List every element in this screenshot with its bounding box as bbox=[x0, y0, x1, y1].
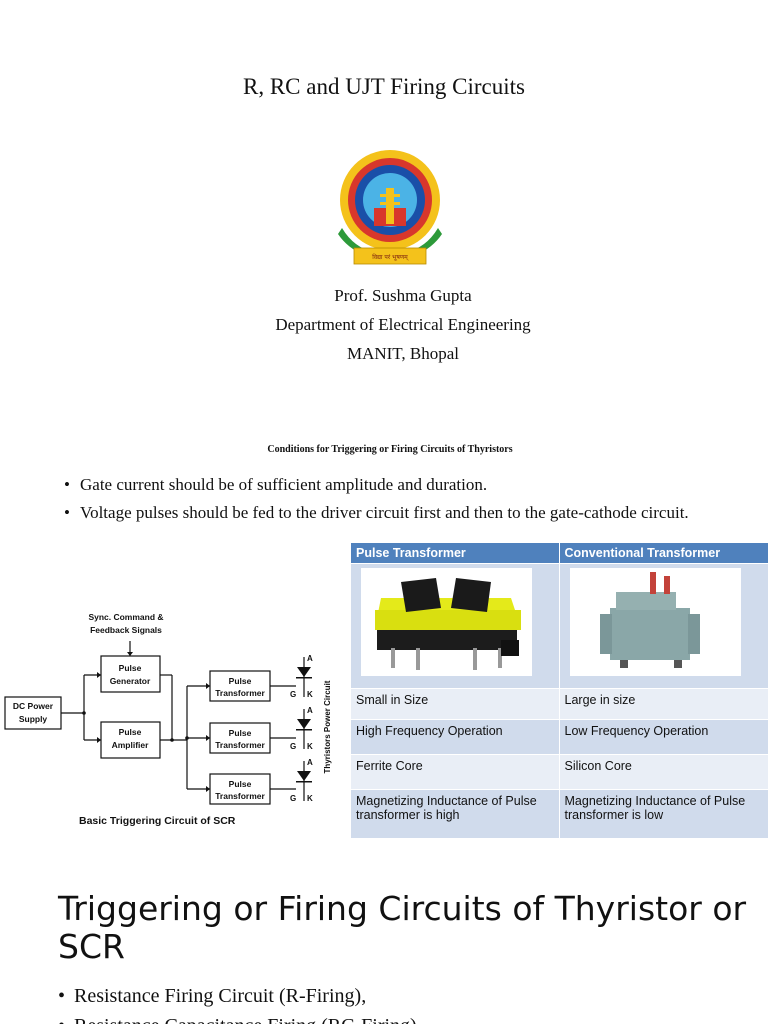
author-institute: MANIT, Bhopal bbox=[346, 344, 460, 363]
firing-bullet: • Resistance Firing Circuit (R-Firing), bbox=[58, 984, 758, 1008]
power-circuit-label: Thyristors Power Circuit bbox=[323, 680, 332, 773]
table-row: Ferrite Core Silicon Core bbox=[351, 753, 768, 789]
cathode-label: K bbox=[307, 794, 313, 803]
table-cell: Small in Size bbox=[351, 687, 560, 719]
transformer-label: Transformer bbox=[215, 688, 265, 698]
transformer-label: Transformer bbox=[215, 791, 265, 801]
feedback-label: Feedback Signals bbox=[90, 625, 162, 635]
sync-label: Sync. Command & bbox=[88, 612, 163, 622]
table-cell: Silicon Core bbox=[559, 753, 768, 789]
author-name: Prof. Sushma Gupta bbox=[334, 286, 472, 305]
table-cell: Magnetizing Inductance of Pulse transfor… bbox=[559, 788, 768, 838]
logo-motto: विद्या परं भूषणम् bbox=[372, 253, 409, 261]
table-cell: Large in size bbox=[559, 687, 768, 719]
bullet-marker: • bbox=[64, 503, 70, 522]
table-image-row bbox=[351, 562, 768, 688]
condition-bullet: • Voltage pulses should be fed to the dr… bbox=[64, 503, 744, 523]
table-cell: High Frequency Operation bbox=[351, 718, 560, 754]
bullet-marker: • bbox=[58, 1014, 65, 1024]
supply-label: Supply bbox=[19, 714, 48, 724]
firing-bullet: • Resistance Capacitance Firing (RC-Firi… bbox=[58, 1014, 758, 1024]
transformer-label-top: Pulse bbox=[229, 676, 252, 686]
bullet-marker: • bbox=[58, 985, 66, 1007]
dc-power-label: DC Power bbox=[13, 701, 54, 711]
cathode-label: K bbox=[307, 690, 313, 699]
table-row: Magnetizing Inductance of Pulse transfor… bbox=[351, 788, 768, 838]
table-cell: Magnetizing Inductance of Pulse transfor… bbox=[351, 788, 560, 838]
bullet-marker: • bbox=[64, 475, 70, 494]
circuit-caption: Basic Triggering Circuit of SCR bbox=[79, 815, 236, 827]
conventional-transformer-image bbox=[569, 567, 741, 676]
table-header-pulse: Pulse Transformer bbox=[351, 543, 560, 563]
condition-bullet: • Gate current should be of sufficient a… bbox=[64, 475, 744, 495]
page-title: R, RC and UJT Firing Circuits bbox=[243, 74, 525, 99]
condition-text: Gate current should be of sufficient amp… bbox=[80, 475, 488, 494]
generator-label-top: Pulse bbox=[119, 663, 142, 673]
gate-label: G bbox=[290, 794, 296, 803]
amplifier-label: Amplifier bbox=[112, 740, 150, 750]
generator-label: Generator bbox=[110, 676, 151, 686]
cathode-label: K bbox=[307, 742, 313, 751]
condition-text: Voltage pulses should be fed to the driv… bbox=[80, 503, 689, 522]
transformer-label-top: Pulse bbox=[229, 728, 252, 738]
anode-label: A bbox=[307, 654, 313, 663]
transformer-label-top: Pulse bbox=[229, 779, 252, 789]
gate-label: G bbox=[290, 742, 296, 751]
conditions-title: Conditions for Triggering or Firing Circ… bbox=[267, 444, 513, 455]
triggering-circuit-diagram: Sync. Command & Feedback Signals Pulse G… bbox=[4, 612, 332, 827]
section-heading: Triggering or Firing Circuits of Thyrist… bbox=[58, 889, 747, 966]
table-header-conventional: Conventional Transformer bbox=[559, 543, 768, 563]
transformer-label: Transformer bbox=[215, 740, 265, 750]
firing-text: Resistance Capacitance Firing (RC-Firing… bbox=[58, 1014, 758, 1024]
table-row: High Frequency Operation Low Frequency O… bbox=[351, 718, 768, 754]
table-cell: Low Frequency Operation bbox=[559, 718, 768, 754]
table-row: Small in Size Large in size bbox=[351, 687, 768, 719]
author-department: Department of Electrical Engineering bbox=[275, 315, 531, 334]
table-cell: Ferrite Core bbox=[351, 753, 560, 789]
anode-label: A bbox=[307, 706, 313, 715]
gate-label: G bbox=[290, 690, 296, 699]
firing-text: Resistance Firing Circuit (R-Firing), bbox=[74, 985, 367, 1007]
pulse-transformer-image bbox=[361, 567, 532, 676]
transformer-comparison-table: Pulse Transformer Conventional Transform… bbox=[351, 543, 768, 838]
anode-label: A bbox=[307, 758, 313, 767]
institute-seal-icon: विद्या परं भूषणम् bbox=[338, 150, 442, 265]
amplifier-label-top: Pulse bbox=[119, 727, 142, 737]
